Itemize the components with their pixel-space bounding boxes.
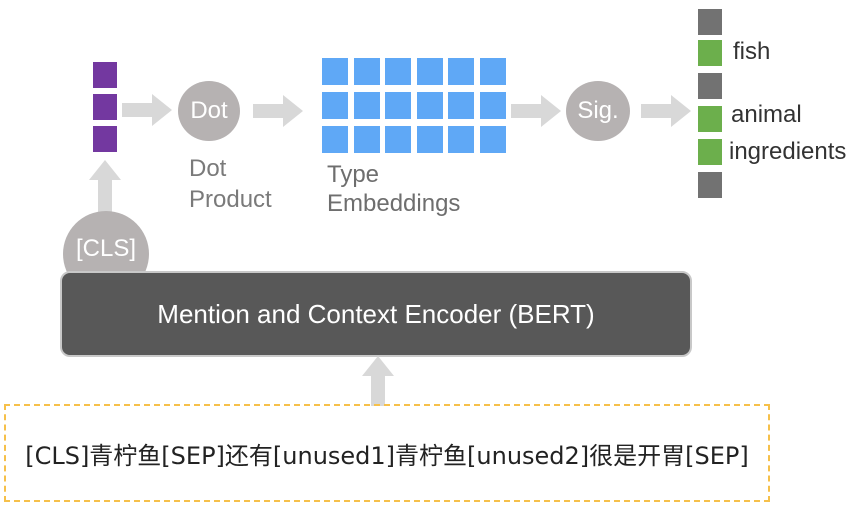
bert-encoder-box: Mention and Context Encoder (BERT) <box>60 271 692 357</box>
dot-product-label-line1: Dot <box>189 155 227 182</box>
type-embedding-cell <box>385 126 411 153</box>
arrow-right-icon <box>641 95 691 127</box>
arrow-right-icon <box>253 95 303 127</box>
sigmoid-circle: Sig. <box>566 81 630 141</box>
type-embedding-cell <box>322 58 348 85</box>
type-embedding-cell <box>354 126 380 153</box>
type-embedding-cell <box>354 92 380 119</box>
type-embeddings-label-line1: Type <box>327 161 380 188</box>
output-label-ingredients: ingredients <box>729 138 847 165</box>
sigmoid-circle-label: Sig. <box>577 97 619 124</box>
output-cell-green <box>698 40 722 66</box>
type-embedding-cell <box>480 126 506 153</box>
dot-product-circle: Dot <box>178 81 240 141</box>
type-embedding-cell <box>480 58 506 85</box>
type-embedding-cell <box>448 126 474 153</box>
output-vector <box>698 9 722 201</box>
arrow-up-icon <box>362 356 394 406</box>
type-embedding-cell <box>322 92 348 119</box>
type-embedding-cell <box>448 58 474 85</box>
type-embedding-cell <box>417 126 443 153</box>
type-embedding-cell <box>417 92 443 119</box>
arrow-right-icon <box>511 95 561 127</box>
cls-vector-cell <box>93 94 117 120</box>
type-embedding-cell <box>354 58 380 85</box>
type-embeddings-grid <box>322 58 506 154</box>
output-cell-grey <box>698 73 722 99</box>
output-cell-green <box>698 106 722 132</box>
input-sequence-text: [CLS]青柠鱼[SEP]还有[unused1]青柠鱼[unused2]很是开胃… <box>25 441 749 470</box>
type-embedding-cell <box>385 58 411 85</box>
arrow-up-icon <box>89 160 121 212</box>
cls-circle-label: [CLS] <box>75 235 137 262</box>
output-label-animal: animal <box>731 101 802 128</box>
type-embedding-cell <box>480 92 506 119</box>
dot-circle-label: Dot <box>190 97 228 124</box>
input-sequence-box: [CLS]青柠鱼[SEP]还有[unused1]青柠鱼[unused2]很是开胃… <box>4 404 770 502</box>
dot-product-label-line2: Product <box>189 186 272 213</box>
type-embedding-cell <box>322 126 348 153</box>
cls-vector-cell <box>93 126 117 152</box>
output-label-fish: fish <box>733 38 771 65</box>
type-embedding-cell <box>385 92 411 119</box>
bert-encoder-label: Mention and Context Encoder (BERT) <box>157 298 595 329</box>
arrow-right-icon <box>122 94 172 126</box>
output-cell-grey <box>698 9 722 35</box>
output-cell-grey <box>698 172 722 198</box>
type-embedding-cell <box>448 92 474 119</box>
type-embedding-cell <box>417 58 443 85</box>
output-cell-green <box>698 139 722 165</box>
cls-vector-cell <box>93 62 117 88</box>
type-embeddings-label-line2: Embeddings <box>327 190 461 217</box>
